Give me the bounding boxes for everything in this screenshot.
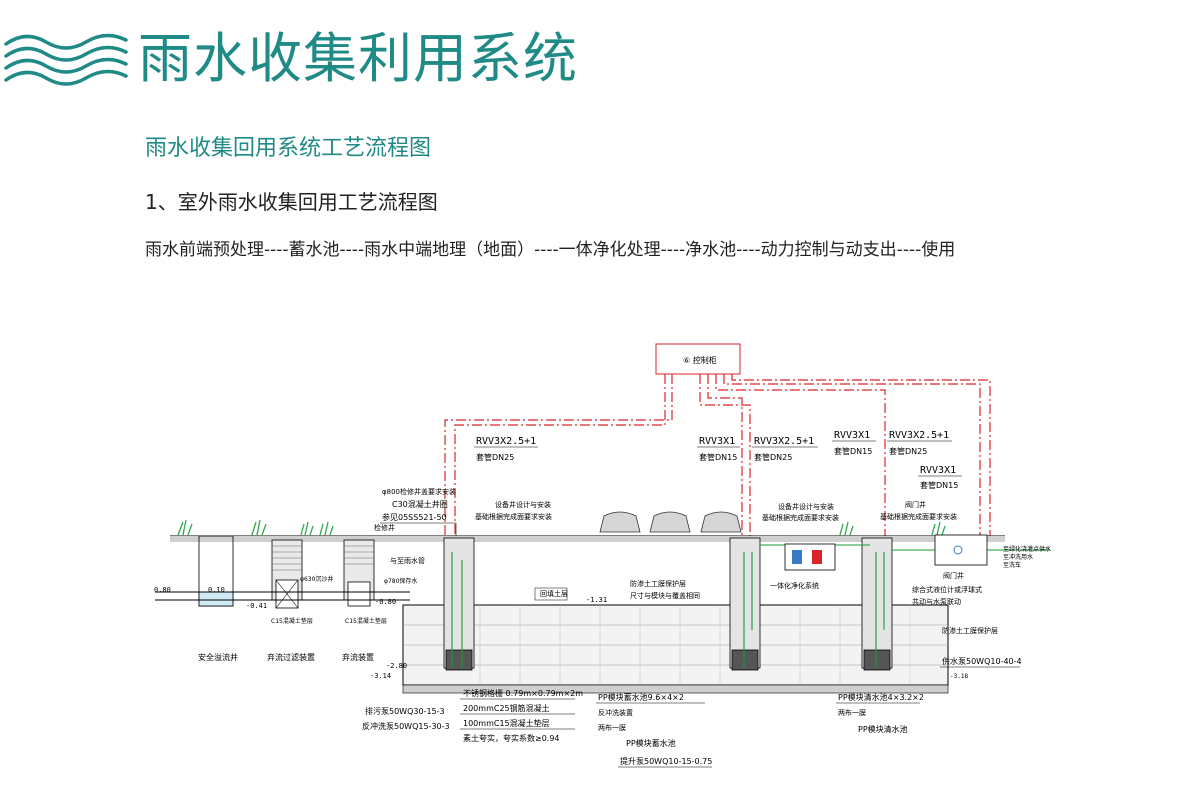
- well-size: C15混凝土垫层: [345, 617, 387, 625]
- well-size: C15混凝土垫层: [271, 617, 313, 625]
- svg-text:100mmC15混凝土垫层: 100mmC15混凝土垫层: [463, 718, 550, 728]
- svg-text:0.10: 0.10: [208, 586, 225, 594]
- svg-text:综合式液位计或浮球式: 综合式液位计或浮球式: [912, 585, 982, 594]
- clear-tank-spec: PP模块清水池4×3.2×2: [838, 692, 924, 702]
- supply-pump-label: 供水泵50WQ10-40-4: [942, 656, 1022, 666]
- overflow-well: [198, 535, 234, 607]
- valve-well: [934, 534, 988, 566]
- cable-conduit: 套管DN15: [699, 452, 737, 462]
- backfill-label: 回填土层: [540, 589, 568, 598]
- valve-well-label: 阀门井: [905, 500, 926, 509]
- purification-unit: [784, 543, 836, 571]
- svg-text:至冲洗用水: 至冲洗用水: [1003, 553, 1033, 561]
- control-box-label: ⑥ 控制柜: [683, 355, 717, 365]
- purifier-label: 一体化净化系统: [770, 581, 819, 590]
- svg-text:-1.31: -1.31: [586, 596, 607, 604]
- lift-pump-label: 提升泵50WQ10-15-0.75: [620, 756, 712, 766]
- rain-inlet-label: 检修井: [374, 523, 395, 532]
- diverter-well-label: 弃流装置: [342, 652, 374, 662]
- svg-text:-2.80: -2.80: [386, 662, 407, 670]
- inflow-pipe: [155, 591, 410, 601]
- cable-conduit: 套管DN25: [476, 452, 514, 462]
- well-notes: φ800检修井盖要求安装 C30混凝土井圈 参见05SS521-50: [380, 487, 457, 544]
- geo-layer-label: 防渗土工膜保护层: [630, 579, 686, 588]
- storage-tank: [402, 604, 949, 694]
- svg-text:共动与水泵联动: 共动与水泵联动: [912, 597, 961, 606]
- svg-text:-0.80: -0.80: [375, 598, 396, 606]
- svg-text:-3.18: -3.18: [950, 673, 968, 680]
- equipment-well-note: 基础根据完成面要求安装: [475, 512, 552, 521]
- control-box: [655, 343, 741, 375]
- svg-text:至洗车: 至洗车: [1003, 561, 1021, 569]
- valve-well-note: 基础根据完成面要求安装: [880, 512, 957, 521]
- filter-well: [271, 539, 303, 609]
- geo-layer-note: 尺寸与模块与覆盖相同: [630, 591, 700, 600]
- svg-text:0.80: 0.80: [154, 586, 171, 594]
- svg-text:至绿化浇灌点供水: 至绿化浇灌点供水: [1003, 545, 1051, 553]
- cable-spec: RVV3X2.5+1: [889, 430, 949, 441]
- svg-text:200mmC25钢筋混凝土: 200mmC25钢筋混凝土: [463, 703, 550, 713]
- cable-conduit: 套管DN15: [834, 446, 872, 456]
- overflow-well-label: 安全溢流井: [198, 652, 238, 662]
- control-cables: [444, 374, 991, 545]
- process-flow-text: 雨水前端预处理----蓄水池----雨水中端地理（地面）----一体净化处理--…: [145, 240, 956, 260]
- page-subtitle: 雨水收集回用系统工艺流程图: [145, 136, 432, 161]
- cable-spec: RVV3X1: [699, 436, 735, 447]
- filter-well-label: 弃流过滤装置: [267, 652, 315, 662]
- cable-spec: RVV3X2.5+1: [476, 436, 536, 447]
- clear-tank-label: PP模块清水池: [858, 724, 908, 734]
- svg-text:素土夸实，夸实系数≥0.94: 素土夸实，夸实系数≥0.94: [463, 733, 560, 743]
- svg-text:防渗土工膜保护层: 防渗土工膜保护层: [942, 626, 998, 635]
- svg-text:不锈钢格栅 0.79m×0.79m×2m: 不锈钢格栅 0.79m×0.79m×2m: [463, 688, 583, 698]
- wave-logo-icon: [4, 33, 128, 86]
- car-icon: [599, 511, 742, 533]
- svg-text:-0.41: -0.41: [246, 602, 267, 610]
- diverter-well: [343, 539, 375, 607]
- svg-text:-3.14: -3.14: [370, 672, 391, 680]
- elevation-dims: 0.80 0.10 -0.41 -0.80 -1.31 -2.80 -3.14 …: [154, 586, 968, 680]
- two-layers-label: 两布一膜: [598, 723, 626, 732]
- pp-tank-spec: PP模块蓄水池9.6×4×2: [598, 692, 684, 702]
- grass-icon: [177, 519, 946, 536]
- cable-conduit: 套管DN15: [920, 480, 958, 490]
- right-notes: 阀门井 综合式液位计或浮球式 共动与水泵联动 防渗土工膜保护层: [912, 571, 998, 635]
- ground-surface: [170, 535, 1005, 542]
- two-layers-2-label: 两布一膜: [838, 708, 866, 717]
- svg-text:φ800检修井盖要求安装: φ800检修井盖要求安装: [382, 487, 456, 496]
- bottom-notes: 不锈钢格栅 0.79m×0.79m×2m 200mmC25钢筋混凝土 100mm…: [460, 688, 583, 743]
- cable-spec: RVV3X1: [834, 430, 870, 441]
- cable-spec: RVV3X1: [920, 465, 956, 476]
- sewage-pump-label: 排污泵50WQ30-15-3: [365, 706, 445, 716]
- silt-well-label: φ630沉沙井: [300, 575, 333, 583]
- backwash-label: 反冲洗装置: [598, 708, 633, 717]
- svg-text:阀门井: 阀门井: [943, 571, 964, 580]
- equipment-well-2-label: 设备井设计与安装: [778, 502, 834, 511]
- cable-conduit: 套管DN25: [889, 446, 927, 456]
- outlet-notes: 至绿化浇灌点供水 至冲洗用水 至洗车: [1003, 545, 1051, 569]
- backwash-pump-label: 反冲洗泵50WQ15-30-3: [362, 721, 450, 731]
- svg-text:参见05SS521-50: 参见05SS521-50: [382, 512, 447, 522]
- section-heading: 1、室外雨水收集回用工艺流程图: [145, 190, 438, 214]
- pp-label: φ780保存水: [384, 577, 417, 585]
- cable-spec: RVV3X2.5+1: [754, 436, 814, 447]
- rainwater-system-drawing: ⑥ 控制柜 RVV3X2.5+1 套管DN25 RVV3X1 套管DN15 RV…: [154, 343, 1051, 768]
- pp-tank-label: PP模块蓄水池: [626, 738, 676, 748]
- cable-labels: RVV3X2.5+1 套管DN25 RVV3X1 套管DN15 RVV3X2.5…: [474, 430, 962, 490]
- equipment-well-2-note: 基础根据完成面要求安装: [762, 513, 839, 522]
- page-title: 雨水收集利用系统: [138, 27, 578, 90]
- cable-conduit: 套管DN25: [754, 452, 792, 462]
- svg-text:C30混凝土井圈: C30混凝土井圈: [392, 499, 448, 509]
- pipe-inlet-label: 与至雨水管: [390, 556, 425, 565]
- equipment-well-label: 设备井设计与安装: [495, 500, 551, 509]
